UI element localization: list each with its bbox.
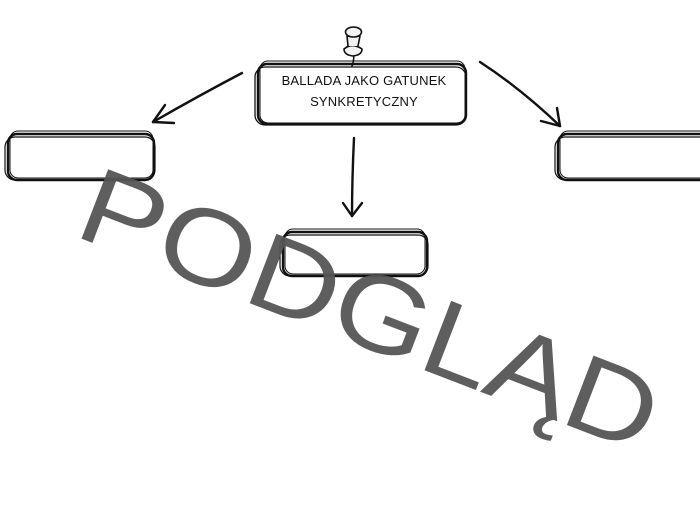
push-pin-icon [343, 26, 363, 67]
center-concept-box [279, 228, 429, 278]
diagram-title: BALLADA JAKO GATUNEK SYNKRETYCZNY [258, 70, 470, 112]
diagram-title-line-1: BALLADA JAKO GATUNEK [281, 73, 447, 88]
title-box [254, 60, 468, 126]
left-concept-box [4, 130, 156, 182]
diagram-title-line-2: SYNKRETYCZNY [310, 94, 418, 109]
right-concept-box [554, 130, 700, 182]
arrow-to-right-box [478, 60, 562, 128]
arrow-to-left-box [151, 71, 244, 125]
arrow-to-center-box [341, 136, 364, 218]
